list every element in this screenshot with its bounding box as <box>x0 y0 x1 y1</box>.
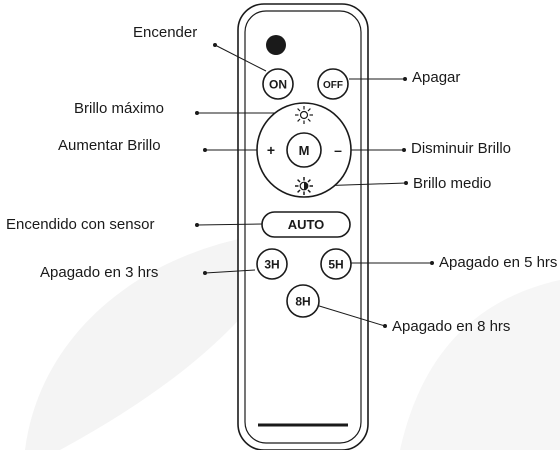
label-encender: Encender <box>133 24 197 41</box>
mode-button-label: M <box>299 143 310 158</box>
off-button[interactable]: OFF <box>317 68 349 100</box>
sun-half-icon[interactable] <box>295 177 313 195</box>
label-brillo-maximo: Brillo máximo <box>74 100 164 117</box>
on-button-label: ON <box>269 78 287 92</box>
label-apagado-8: Apagado en 8 hrs <box>392 318 510 335</box>
leader-dot <box>195 223 199 227</box>
leader-dot <box>383 324 387 328</box>
label-apagado-5: Apagado en 5 hrs <box>439 254 557 271</box>
leader-dot <box>430 261 434 265</box>
timer-8h-label: 8H <box>295 295 310 309</box>
label-encendido-sensor: Encendido con sensor <box>6 216 154 233</box>
auto-button[interactable]: AUTO <box>261 211 351 238</box>
timer-5h-button[interactable]: 5H <box>320 248 352 280</box>
on-button[interactable]: ON <box>262 68 294 100</box>
timer-8h-button[interactable]: 8H <box>286 284 320 318</box>
brightness-down-button[interactable]: – <box>334 142 342 158</box>
auto-button-label: AUTO <box>288 217 325 232</box>
label-apagado-3: Apagado en 3 hrs <box>40 264 158 281</box>
label-brillo-medio: Brillo medio <box>413 175 491 192</box>
leader-dot <box>203 148 207 152</box>
leader-dot <box>213 43 217 47</box>
sun-outline-icon[interactable] <box>295 106 313 124</box>
label-aumentar-brillo: Aumentar Brillo <box>58 137 161 154</box>
label-disminuir-brillo: Disminuir Brillo <box>411 140 511 157</box>
off-button-label: OFF <box>323 80 343 91</box>
leader-dot <box>403 77 407 81</box>
leader-dot <box>203 271 207 275</box>
leader-dot <box>195 111 199 115</box>
led-indicator-icon <box>266 35 286 55</box>
timer-3h-label: 3H <box>264 258 279 272</box>
watermark-leaf <box>25 230 560 450</box>
mode-button[interactable]: M <box>286 132 322 168</box>
brightness-up-button[interactable]: + <box>267 142 275 158</box>
timer-3h-button[interactable]: 3H <box>256 248 288 280</box>
leader-dot <box>404 181 408 185</box>
leader-dot <box>402 148 406 152</box>
label-apagar: Apagar <box>412 69 460 86</box>
timer-5h-label: 5H <box>328 258 343 272</box>
